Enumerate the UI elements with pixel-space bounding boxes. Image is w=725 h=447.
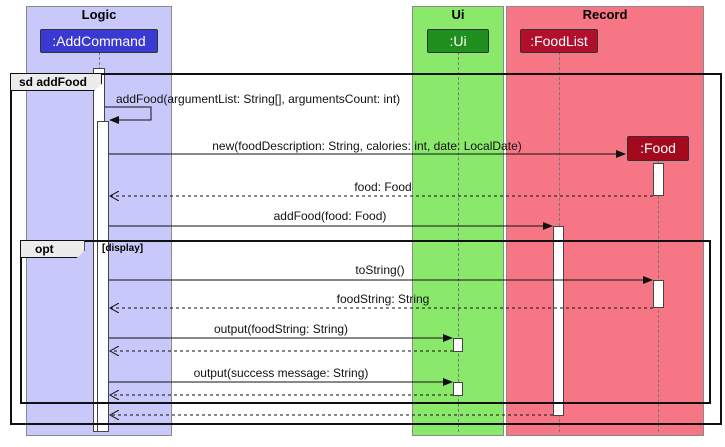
food-activation	[653, 163, 664, 196]
sd-frame-label: sd addFood	[10, 73, 102, 91]
msg-output-success: output(success message: String)	[193, 366, 369, 380]
self-call-arrow	[105, 106, 152, 124]
ui-participant: :Ui	[427, 29, 489, 53]
ui-activation-1	[453, 338, 463, 352]
ui-lifeline	[458, 52, 459, 432]
ui-activation-2	[453, 382, 463, 396]
add-command-activation-inner	[97, 121, 109, 432]
msg-add-food: addFood(food: Food)	[273, 209, 387, 223]
opt-frame-label: opt	[20, 240, 85, 258]
opt-frame: opt [display]	[20, 240, 711, 404]
record-box-title: Record	[582, 7, 628, 22]
food-list-activation	[553, 226, 564, 416]
food-list-participant: :FoodList	[520, 29, 598, 53]
msg-output-food-string: output(foodString: String)	[213, 322, 349, 336]
ui-box-title: Ui	[451, 7, 465, 22]
sd-frame: sd addFood	[10, 73, 722, 425]
record-box: Record	[506, 6, 704, 436]
logic-box-title: Logic	[81, 7, 117, 22]
msg-food-return: food: Food	[354, 180, 412, 194]
msg-add-food-self: addFood(argumentList: String[], argument…	[116, 92, 401, 106]
add-command-participant: :AddCommand	[40, 29, 158, 53]
msg-new-food: new(foodDescription: String, calories: i…	[212, 139, 522, 153]
msg-food-string: foodString: String	[336, 292, 430, 306]
food-participant: :Food	[627, 136, 689, 161]
food-activation-tostring	[653, 280, 664, 308]
msg-to-string: toString()	[355, 263, 405, 277]
opt-guard: [display]	[102, 243, 144, 254]
